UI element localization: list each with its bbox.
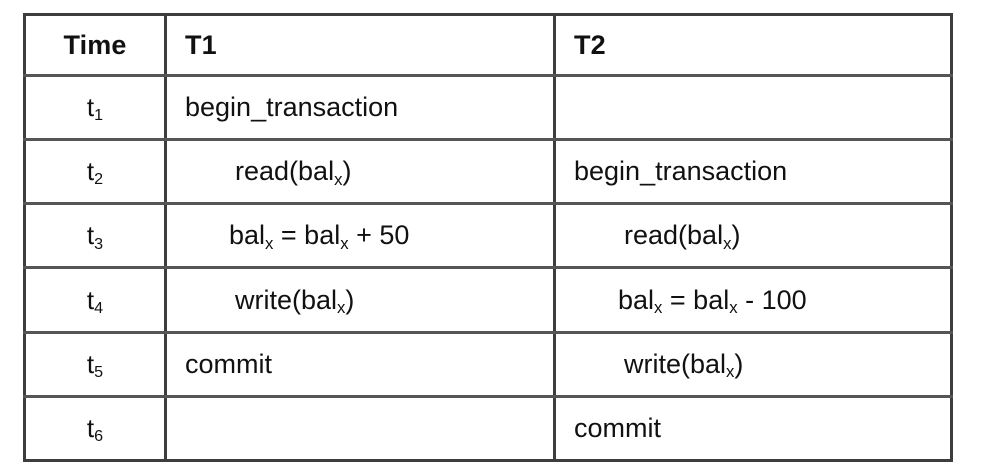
variable-subscript: x	[729, 297, 738, 317]
time-cell-t1: t1	[24, 75, 167, 142]
column-header-time: Time	[24, 14, 167, 77]
t1-operation-cell: begin_transaction	[165, 75, 556, 142]
t2-operation-cell: commit	[554, 396, 952, 461]
time-subscript: 3	[94, 234, 104, 253]
operation-text: commit	[185, 348, 272, 379]
table-row: t1 begin_transaction	[24, 75, 952, 142]
column-header-t1: T1	[165, 14, 556, 77]
time-label: t	[86, 284, 95, 315]
operation-text-tail: )	[731, 220, 741, 251]
t1-operation-cell-empty	[165, 396, 556, 461]
operation-text: begin_transaction	[574, 156, 788, 187]
t2-operation-cell-empty	[554, 75, 952, 142]
operation-text-mid: = bal	[662, 284, 730, 315]
table-body: t1 begin_transaction t2 read(balx) begin…	[24, 75, 952, 461]
variable-subscript: x	[340, 233, 349, 253]
operation-text: write(bal	[235, 284, 338, 315]
time-label: t	[86, 156, 95, 187]
t2-operation-cell: begin_transaction	[554, 139, 952, 206]
t2-operation-cell: write(balx)	[554, 332, 952, 398]
time-subscript: 6	[94, 427, 104, 446]
table-row: t2 read(balx) begin_transaction	[24, 139, 952, 206]
operation-text: begin_transaction	[185, 92, 399, 123]
operation-text-tail: )	[342, 156, 352, 187]
operation-text: read(bal	[624, 220, 724, 251]
t1-operation-cell: balx = balx + 50	[165, 203, 556, 270]
table-row: t5 commit write(balx)	[24, 332, 952, 398]
t1-operation-cell: commit	[165, 332, 556, 398]
t1-operation-cell: read(balx)	[165, 139, 556, 206]
operation-text: bal	[229, 220, 266, 251]
time-cell-t2: t2	[24, 139, 167, 206]
operation-text: read(bal	[235, 156, 335, 187]
transaction-schedule-table: Time T1 T2 t1 begin_transaction t2 read(…	[23, 13, 953, 462]
time-cell-t6: t6	[24, 396, 167, 461]
operation-text-tail: )	[734, 348, 744, 379]
variable-subscript: x	[723, 233, 732, 253]
table-header: Time T1 T2	[24, 14, 952, 77]
t1-operation-cell: write(balx)	[165, 267, 556, 334]
time-subscript: 1	[94, 106, 104, 125]
operation-text: bal	[618, 284, 655, 315]
table-row: t6 commit	[24, 396, 952, 461]
time-subscript: 2	[94, 170, 104, 189]
operation-text-mid: = bal	[273, 220, 341, 251]
t2-operation-cell: balx = balx - 100	[554, 267, 952, 334]
header-row: Time T1 T2	[24, 14, 952, 77]
column-header-t2: T2	[554, 14, 952, 77]
time-subscript: 5	[94, 362, 104, 381]
time-label: t	[86, 220, 95, 251]
operation-text-tail: )	[345, 284, 355, 315]
variable-subscript: x	[337, 297, 346, 317]
operation-text: commit	[574, 412, 661, 443]
table-row: t4 write(balx) balx = balx - 100	[24, 267, 952, 334]
time-label: t	[86, 92, 95, 123]
time-subscript: 4	[94, 298, 104, 317]
variable-subscript: x	[265, 233, 274, 253]
t2-operation-cell: read(balx)	[554, 203, 952, 270]
time-label: t	[86, 412, 95, 443]
variable-subscript: x	[654, 297, 663, 317]
variable-subscript: x	[334, 169, 343, 189]
time-cell-t3: t3	[24, 203, 167, 270]
time-label: t	[86, 348, 95, 379]
operation-text-tail: + 50	[348, 220, 410, 251]
variable-subscript: x	[726, 362, 735, 382]
table-row: t3 balx = balx + 50 read(balx)	[24, 203, 952, 270]
time-cell-t4: t4	[24, 267, 167, 334]
operation-text-tail: - 100	[737, 284, 807, 315]
operation-text: write(bal	[624, 348, 727, 379]
time-cell-t5: t5	[24, 332, 167, 398]
